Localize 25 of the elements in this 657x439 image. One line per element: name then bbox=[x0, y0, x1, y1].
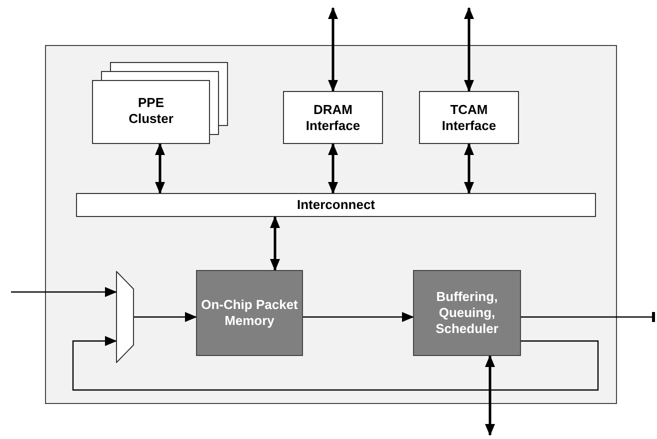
multiplexer-symbol bbox=[116, 271, 134, 363]
chip-outline bbox=[45, 45, 617, 404]
block-label: PPE Cluster bbox=[128, 95, 174, 127]
arrow bbox=[270, 216, 280, 271]
block-label: DRAM Interface bbox=[304, 102, 362, 134]
block-label: Buffering, Queuing, Scheduler bbox=[434, 289, 500, 337]
block-box bbox=[196, 270, 303, 356]
block-label: TCAM Interface bbox=[440, 102, 498, 134]
block-box bbox=[76, 193, 596, 217]
block-box bbox=[413, 270, 521, 356]
block-label: On-Chip Packet Memory bbox=[200, 297, 299, 329]
arrow bbox=[72, 336, 599, 391]
arrow bbox=[328, 143, 338, 194]
stacked-box bbox=[92, 62, 228, 144]
block-label: Interconnect bbox=[296, 197, 375, 213]
arrow bbox=[464, 7, 474, 92]
block-box bbox=[419, 91, 519, 144]
arrow bbox=[328, 7, 338, 92]
arrow bbox=[485, 355, 495, 436]
block-box bbox=[283, 91, 383, 144]
arrow bbox=[11, 287, 117, 297]
arrow bbox=[134, 312, 197, 322]
arrow bbox=[464, 143, 474, 194]
arrow bbox=[155, 143, 165, 194]
arrow bbox=[303, 312, 414, 322]
